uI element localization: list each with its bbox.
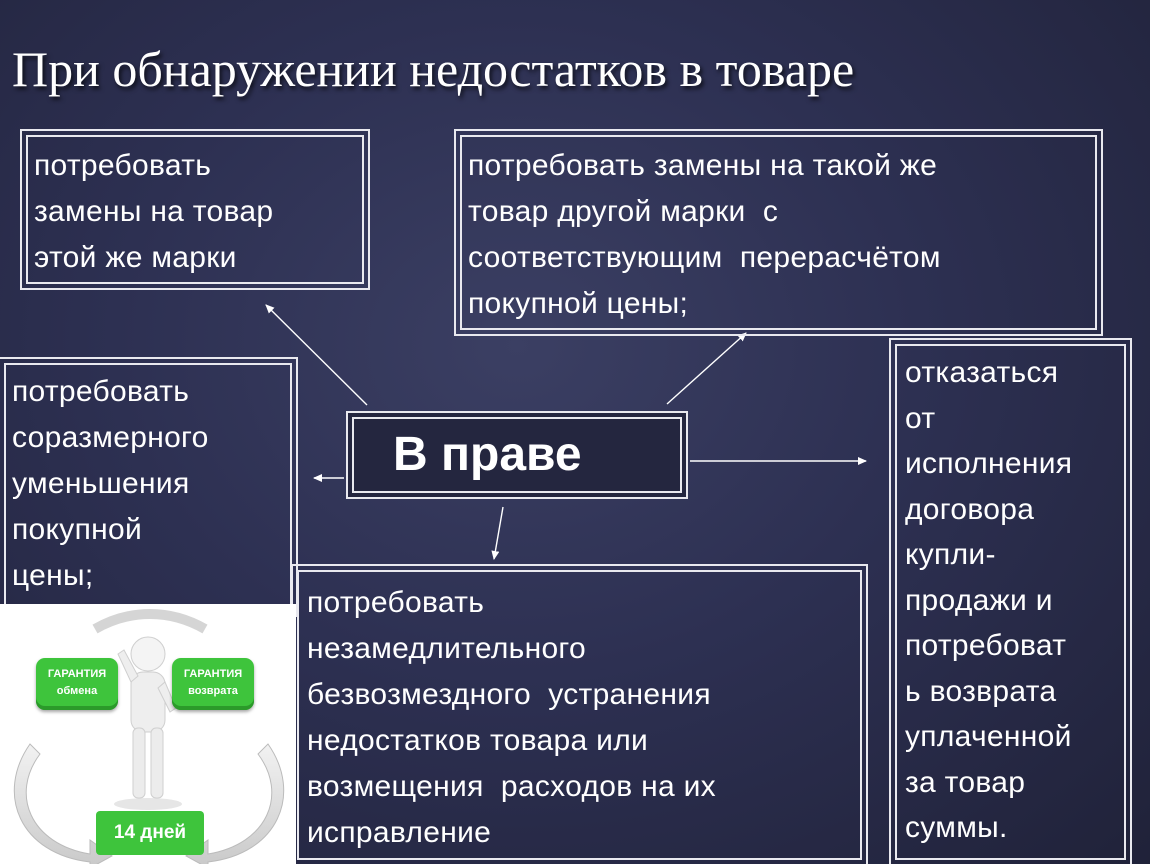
box-line: соответствующим перерасчётом bbox=[468, 241, 941, 274]
badge-line: обмена bbox=[56, 685, 98, 697]
arrow-to-repair bbox=[491, 506, 504, 560]
box-free-repair: потребовать незамедлительного безвозмезд… bbox=[291, 564, 868, 864]
box-line: безвозмездного устранения bbox=[307, 678, 711, 711]
box-line: цены; bbox=[12, 559, 94, 592]
box-line: потребоват bbox=[905, 629, 1067, 662]
box-line: потребовать bbox=[12, 375, 190, 408]
box-line: исправление bbox=[307, 816, 492, 849]
box-line: ь возврата bbox=[905, 674, 1057, 708]
box-refuse-contract: отказаться от исполнения договора купли-… bbox=[889, 338, 1132, 864]
badge-line: ГАРАНТИЯ bbox=[183, 668, 243, 680]
box-line: этой же марки bbox=[34, 241, 237, 274]
days-label: 14 дней bbox=[96, 811, 204, 855]
box-line: незамедлительного bbox=[307, 632, 586, 665]
cycle-arrows-icon bbox=[13, 609, 285, 864]
box-line: от bbox=[905, 401, 936, 435]
badge-line: возврата bbox=[188, 685, 238, 697]
arrow-to-same-brand bbox=[265, 304, 368, 406]
box-same-brand-replacement: потребовать замены на товар этой же марк… bbox=[20, 129, 370, 290]
box-line: за товар bbox=[905, 765, 1026, 799]
center-label: В праве bbox=[393, 428, 582, 481]
badge-return-guarantee: ГАРАНТИЯ возврата bbox=[172, 658, 254, 710]
box-line: купли- bbox=[905, 538, 996, 571]
box-line: товар другой марки с bbox=[468, 195, 779, 228]
badge-line: ГАРАНТИЯ bbox=[47, 668, 107, 680]
box-line: соразмерного bbox=[12, 421, 209, 454]
box-other-brand-replacement: потребовать замены на такой же товар дру… bbox=[454, 129, 1103, 336]
box-line: потребовать bbox=[34, 149, 212, 182]
box-line: отказаться bbox=[905, 356, 1059, 389]
box-line: недостатков товара или bbox=[307, 724, 649, 757]
box-line: уплаченной bbox=[905, 720, 1072, 753]
box-line: уменьшения bbox=[12, 467, 190, 500]
box-line: потребовать замены на такой же bbox=[468, 149, 938, 182]
center-box: В праве bbox=[346, 411, 688, 499]
slide-title: При обнаружении недостатков в товаре bbox=[12, 41, 855, 97]
badge-exchange-guarantee: ГАРАНТИЯ обмена bbox=[36, 658, 118, 710]
box-line: покупной цены; bbox=[468, 287, 689, 320]
box-line: покупной bbox=[12, 513, 143, 546]
box-line: потребовать bbox=[307, 586, 485, 619]
box-price-reduction: потребовать соразмерного уменьшения поку… bbox=[0, 357, 298, 617]
guarantee-illustration: ГАРАНТИЯ обмена ГАРАНТИЯ возврата 14 дне… bbox=[0, 604, 296, 864]
box-line: договора bbox=[905, 492, 1035, 526]
box-line: суммы. bbox=[905, 811, 1008, 844]
box-line: продажи и bbox=[905, 583, 1053, 617]
box-line: замены на товар bbox=[34, 195, 274, 228]
box-line: исполнения bbox=[905, 447, 1073, 480]
arrow-to-other-brand bbox=[666, 332, 747, 405]
box-line: возмещения расходов на их bbox=[307, 770, 716, 803]
